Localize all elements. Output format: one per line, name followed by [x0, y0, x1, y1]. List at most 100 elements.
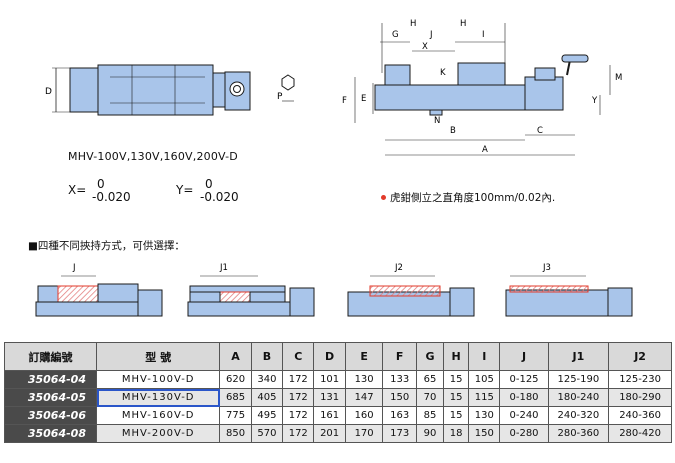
dim-a-label: A: [482, 145, 488, 155]
value-cell: 160: [344, 406, 384, 425]
value-cell: 130: [468, 406, 501, 425]
clamping-section-title: ■四種不同挾持方式，可供選擇：: [28, 240, 185, 252]
value-cell: 115: [468, 388, 501, 407]
value-cell: 775: [219, 406, 252, 425]
value-cell: 15: [443, 370, 470, 389]
header-a: A: [219, 342, 252, 371]
dim-j-label: J: [429, 30, 433, 40]
value-cell: 172: [282, 370, 315, 389]
value-cell: 405: [250, 388, 284, 407]
value-cell: 280-420: [608, 424, 672, 443]
header-e: E: [344, 342, 384, 371]
value-cell: 240-360: [608, 406, 672, 425]
value-cell: 85: [415, 406, 445, 425]
dim-k-label: K: [440, 68, 446, 78]
table-row: 35064-05 MHV-130V-D 685 405 172 131 147 …: [4, 388, 672, 407]
value-cell: 0-280: [499, 424, 549, 443]
dim-d-label: D: [45, 87, 52, 97]
table-row: 35064-06 MHV-160V-D 775 495 172 161 160 …: [4, 406, 672, 425]
header-j2: J2: [608, 342, 672, 371]
value-cell: 105: [468, 370, 501, 389]
value-cell: 685: [219, 388, 252, 407]
value-cell: 125-190: [547, 370, 610, 389]
value-cell: 0-125: [499, 370, 549, 389]
dim-h1-label: H: [410, 19, 416, 29]
value-cell: 570: [250, 424, 284, 443]
clamp-j2-label: J2: [394, 263, 403, 273]
order-code-cell: 35064-04: [4, 370, 97, 389]
value-cell: 172: [282, 406, 315, 425]
header-j1: J1: [547, 342, 610, 371]
y-tolerance-label: Y=: [176, 183, 194, 197]
dim-f-label: F: [342, 96, 347, 106]
value-cell: 163: [382, 406, 417, 425]
model-cell: MHV-100V-D: [95, 370, 221, 389]
spec-table: 訂購編號 型 號 A B C D E F G H I J J1 J2 35064…: [4, 342, 672, 443]
order-code-cell: 35064-05: [4, 388, 97, 407]
dim-y-label: Y: [591, 96, 598, 106]
header-f: F: [382, 342, 417, 371]
clamp-j-label: J: [72, 263, 76, 273]
order-code-cell: 35064-08: [4, 424, 97, 443]
header-d: D: [313, 342, 346, 371]
x-tolerance-label: X=: [68, 183, 87, 197]
value-cell: 150: [468, 424, 501, 443]
value-cell: 180-240: [547, 388, 610, 407]
value-cell: 130: [344, 370, 384, 389]
order-code-cell: 35064-06: [4, 406, 97, 425]
model-cell-selected[interactable]: MHV-130V-D: [95, 388, 221, 407]
value-cell: 125-230: [608, 370, 672, 389]
header-j: J: [499, 342, 549, 371]
clamping-methods-drawing: J J1 J2 J3: [35, 263, 633, 317]
y-tolerance-lower: -0.020: [200, 190, 239, 204]
table-row: 35064-08 MHV-200V-D 850 570 172 201 170 …: [4, 424, 672, 443]
value-cell: 850: [219, 424, 252, 443]
dim-c-label: C: [537, 126, 543, 136]
dim-i-label: I: [482, 30, 485, 40]
x-tolerance-lower: -0.020: [92, 190, 131, 204]
value-cell: 0-180: [499, 388, 549, 407]
value-cell: 340: [250, 370, 284, 389]
clamp-j1-label: J1: [219, 263, 228, 273]
dim-e-label: E: [361, 94, 366, 104]
value-cell: 15: [443, 388, 470, 407]
value-cell: 15: [443, 406, 470, 425]
dim-m-label: M: [615, 73, 622, 83]
vise-side-view-drawing: G H J X H I K F E L M Y N B C A: [342, 19, 622, 156]
table-row: 35064-04 MHV-100V-D 620 340 172 101 130 …: [4, 370, 672, 389]
header-b: B: [250, 342, 284, 371]
header-order-no: 訂購編號: [4, 342, 97, 371]
value-cell: 240-320: [547, 406, 610, 425]
model-cell: MHV-200V-D: [95, 424, 221, 443]
value-cell: 70: [415, 388, 445, 407]
dim-p-label: P: [277, 92, 283, 102]
value-cell: 280-360: [547, 424, 610, 443]
value-cell: 180-290: [608, 388, 672, 407]
value-cell: 147: [344, 388, 384, 407]
value-cell: 150: [382, 388, 417, 407]
value-cell: 18: [443, 424, 470, 443]
value-cell: 172: [282, 424, 315, 443]
header-h: H: [443, 342, 470, 371]
value-cell: 90: [415, 424, 445, 443]
dim-g-label: G: [392, 30, 399, 40]
model-cell: MHV-160V-D: [95, 406, 221, 425]
value-cell: 65: [415, 370, 445, 389]
value-cell: 133: [382, 370, 417, 389]
squareness-note: 虎鉗側立之直角度100mm/0.02內.: [390, 192, 556, 204]
value-cell: 495: [250, 406, 284, 425]
clamp-j3-label: J3: [542, 263, 551, 273]
value-cell: 172: [282, 388, 315, 407]
header-i: I: [468, 342, 501, 371]
table-header-row: 訂購編號 型 號 A B C D E F G H I J J1 J2: [4, 342, 672, 371]
value-cell: 620: [219, 370, 252, 389]
dim-x-label: X: [422, 42, 428, 52]
value-cell: 0-240: [499, 406, 549, 425]
vise-top-view-drawing: D P: [45, 64, 295, 116]
value-cell: 201: [313, 424, 346, 443]
header-g: G: [415, 342, 445, 371]
value-cell: 101: [313, 370, 346, 389]
value-cell: 170: [344, 424, 384, 443]
header-model: 型 號: [95, 342, 221, 371]
models-caption: MHV-100V,130V,160V,200V-D: [68, 150, 238, 163]
